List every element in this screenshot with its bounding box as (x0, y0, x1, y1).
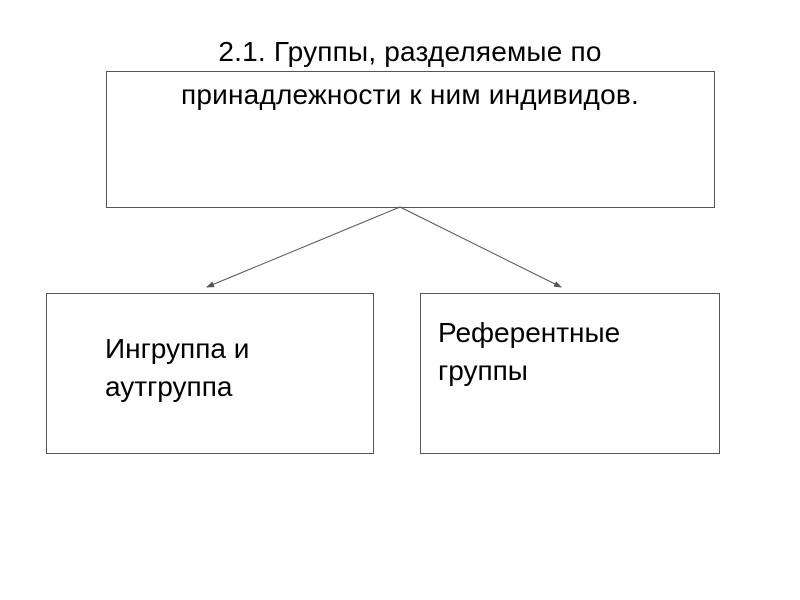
child-node-reference-box (420, 293, 720, 454)
arrow-to-reference (399, 206, 562, 288)
title-line-1: 2.1. Группы, разделяемые по (218, 36, 602, 67)
reference-label-line-1: Референтные (438, 317, 621, 348)
reference-groups-label: Референтные группы (438, 314, 620, 390)
ingroup-label-line-2: аутгруппа (105, 371, 233, 402)
ingroup-label-line-1: Ингруппа и (105, 333, 250, 364)
root-node-box (106, 71, 715, 208)
reference-label-line-2: группы (438, 355, 528, 386)
child-node-ingroup-box (46, 293, 374, 454)
title-line-2: принадлежности к ним индивидов. (181, 79, 639, 110)
arrow-to-ingroup (206, 206, 401, 288)
diagram-title: 2.1. Группы, разделяемые по принадлежнос… (100, 30, 720, 116)
ingroup-label: Ингруппа и аутгруппа (105, 330, 249, 406)
